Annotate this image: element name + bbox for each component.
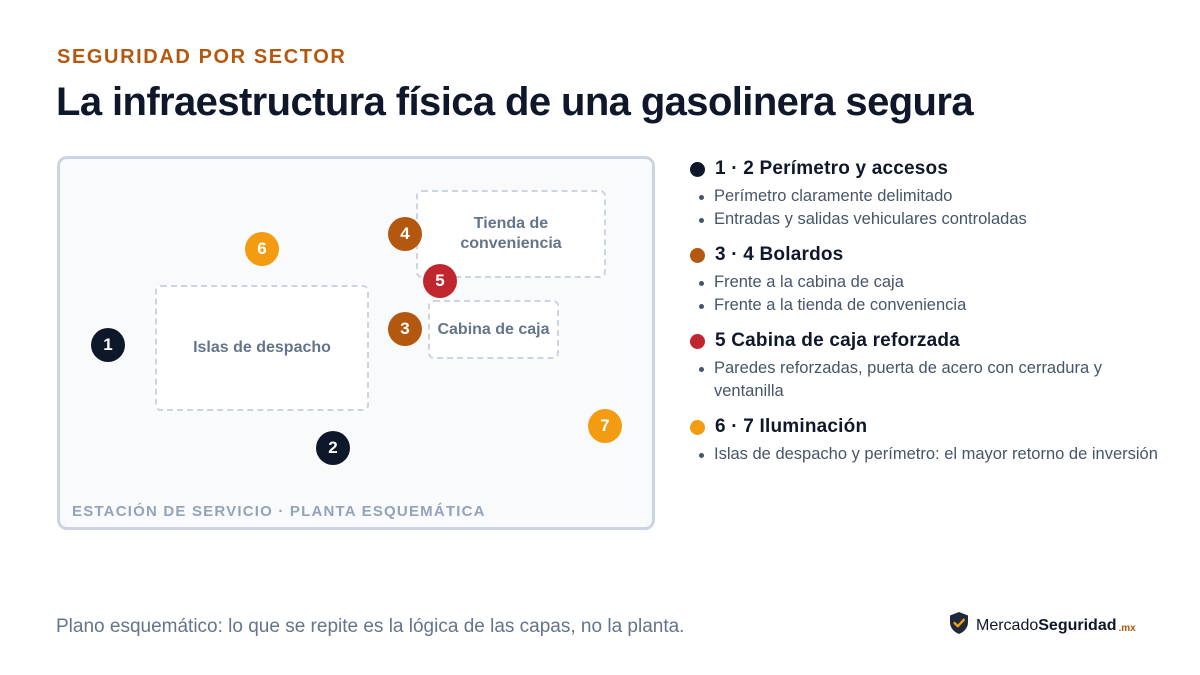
- legend: 1 · 2 Perímetro y accesos Perímetro clar…: [690, 157, 1160, 478]
- legend-group-cabina: 5 Cabina de caja reforzada Paredes refor…: [690, 329, 1160, 403]
- page-title: La infraestructura física de una gasolin…: [56, 80, 974, 124]
- list-item: Paredes reforzadas, puerta de acero con …: [690, 357, 1160, 403]
- brand-name: MercadoSeguridad: [976, 617, 1116, 635]
- legend-group-iluminacion: 6 · 7 Iluminación Islas de despacho y pe…: [690, 415, 1160, 466]
- list-item: Islas de despacho y perímetro: el mayor …: [690, 443, 1160, 466]
- zone-tienda-de-conveniencia: Tienda de conveniencia: [416, 190, 606, 278]
- legend-dot: [690, 161, 705, 177]
- zone-label: Tienda de conveniencia: [460, 215, 562, 252]
- zone-label: Islas de despacho: [193, 339, 331, 356]
- brand-name-bold: Seguridad: [1038, 616, 1117, 634]
- legend-dot: [690, 333, 705, 349]
- marker-6: 6: [245, 232, 279, 266]
- list-item: Entradas y salidas vehiculares controlad…: [690, 208, 1160, 231]
- legend-title: 3 · 4 Bolardos: [715, 244, 844, 265]
- marker-5: 5: [423, 264, 457, 298]
- legend-dot: [690, 419, 705, 435]
- brand-logo: MercadoSeguridad .mx: [948, 611, 1136, 640]
- marker-1: 1: [91, 328, 125, 362]
- legend-dot: [690, 247, 705, 263]
- eyebrow: SEGURIDAD POR SECTOR: [57, 46, 347, 68]
- legend-title: 6 · 7 Iluminación: [715, 416, 868, 437]
- footer-note: Plano esquemático: lo que se repite es l…: [56, 616, 685, 637]
- list-item: Frente a la tienda de conveniencia: [690, 294, 1160, 317]
- list-item: Frente a la cabina de caja: [690, 271, 1160, 294]
- legend-title: 1 · 2 Perímetro y accesos: [715, 158, 949, 179]
- legend-title: 5 Cabina de caja reforzada: [715, 330, 960, 351]
- legend-group-bolardos: 3 · 4 Bolardos Frente a la cabina de caj…: [690, 243, 1160, 317]
- site-plan: Islas de despacho Tienda de conveniencia…: [57, 156, 655, 530]
- brand-name-regular: Mercado: [976, 616, 1039, 634]
- list-item: Perímetro claramente delimitado: [690, 185, 1160, 208]
- zone-cabina-de-caja: Cabina de caja: [428, 300, 559, 359]
- legend-group-perimetro: 1 · 2 Perímetro y accesos Perímetro clar…: [690, 157, 1160, 231]
- plan-caption: ESTACIÓN DE SERVICIO · PLANTA ESQUEMÁTIC…: [72, 503, 486, 520]
- marker-3: 3: [388, 312, 422, 346]
- brand-tld: .mx: [1118, 623, 1136, 634]
- shield-check-icon: [948, 611, 970, 640]
- marker-4: 4: [388, 217, 422, 251]
- marker-7: 7: [588, 409, 622, 443]
- zone-label: Cabina de caja: [437, 320, 550, 338]
- marker-2: 2: [316, 431, 350, 465]
- zone-islas-de-despacho: Islas de despacho: [155, 285, 369, 411]
